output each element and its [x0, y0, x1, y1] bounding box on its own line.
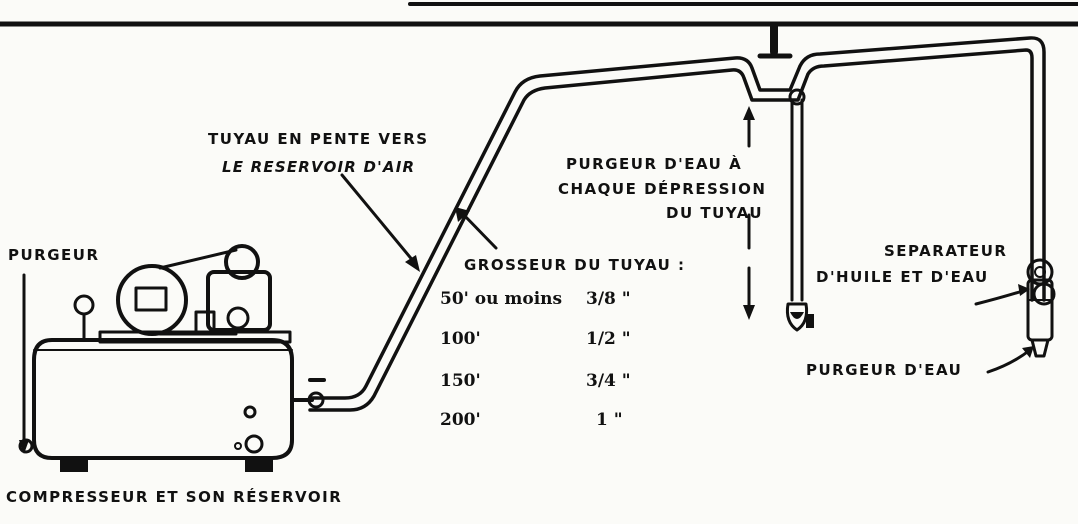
main-air-pipe: [308, 36, 1046, 412]
oil-water-separator: [1026, 258, 1056, 358]
drain-each-label-line2: CHAQUE DÉPRESSION: [558, 179, 766, 198]
pipe-size-length: 100': [440, 329, 481, 349]
pipe-size-length: 150': [440, 371, 481, 391]
pipe-size-length: 200': [440, 410, 481, 430]
pipe-size-table: GROSSEUR DU TUYAU : 50' ou moins 3/8 " 1…: [440, 256, 686, 430]
pipe-size-value: 3/4 ": [586, 371, 631, 391]
compressor-tank: [18, 244, 326, 472]
drain-each-label-line3: DU TUYAU: [666, 204, 763, 222]
pipe-size-value: 1/2 ": [586, 329, 631, 349]
pipe-size-title: GROSSEUR DU TUYAU :: [464, 256, 686, 274]
water-drain-label: PURGEUR D'EAU: [806, 361, 962, 379]
compressor-label: COMPRESSEUR ET SON RÉSERVOIR: [6, 487, 342, 506]
separator-label-line1: SEPARATEUR: [884, 242, 1007, 260]
pointer-arrows: [19, 173, 1034, 454]
pipe-size-length: 50' ou moins: [440, 289, 562, 309]
pipe-size-value: 1 ": [596, 410, 623, 430]
separator-label-line2: D'HUILE ET D'EAU: [816, 268, 989, 286]
depression-arrow: [743, 106, 755, 320]
left-drain-label: PURGEUR: [8, 246, 100, 264]
ceiling-beam: [0, 2, 1078, 59]
drop-leg-drain: [785, 88, 814, 332]
drain-each-label-line1: PURGEUR D'EAU À: [566, 154, 742, 173]
pipe-size-value: 3/8 ": [586, 289, 631, 309]
slope-label-line1: TUYAU EN PENTE VERS: [208, 130, 429, 148]
slope-label-line2: LE RESERVOIR D'AIR: [222, 158, 415, 176]
